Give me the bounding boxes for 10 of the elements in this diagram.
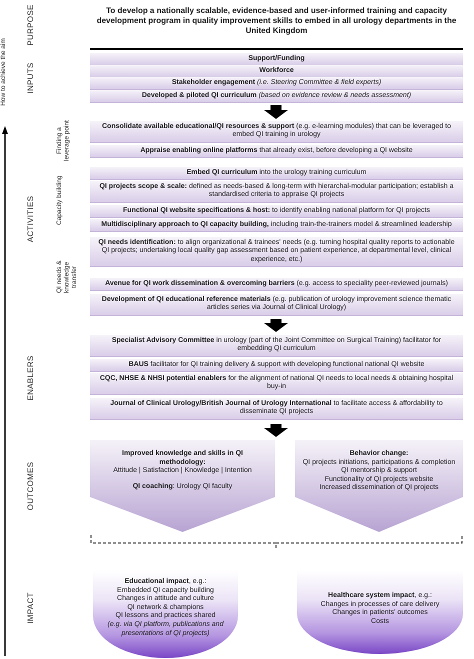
block-arrow	[264, 424, 288, 437]
section-heading: INPUTS	[26, 62, 35, 94]
section-heading: ENABLERS	[26, 355, 35, 401]
section-heading: IMPACT	[26, 592, 35, 624]
section-heading: OUTCOMES	[26, 462, 35, 510]
section-heading: ACTIVITIES	[26, 196, 35, 242]
block-arrow	[264, 105, 288, 119]
purpose-statement: To develop a nationally scalable, evidence-based and user-informed training and capacity development program in quality improvement skills to embed in all urology departments in the United Kingdom	[96, 6, 458, 36]
section-heading: PURPOSE	[26, 4, 35, 46]
block-arrow	[264, 319, 288, 332]
